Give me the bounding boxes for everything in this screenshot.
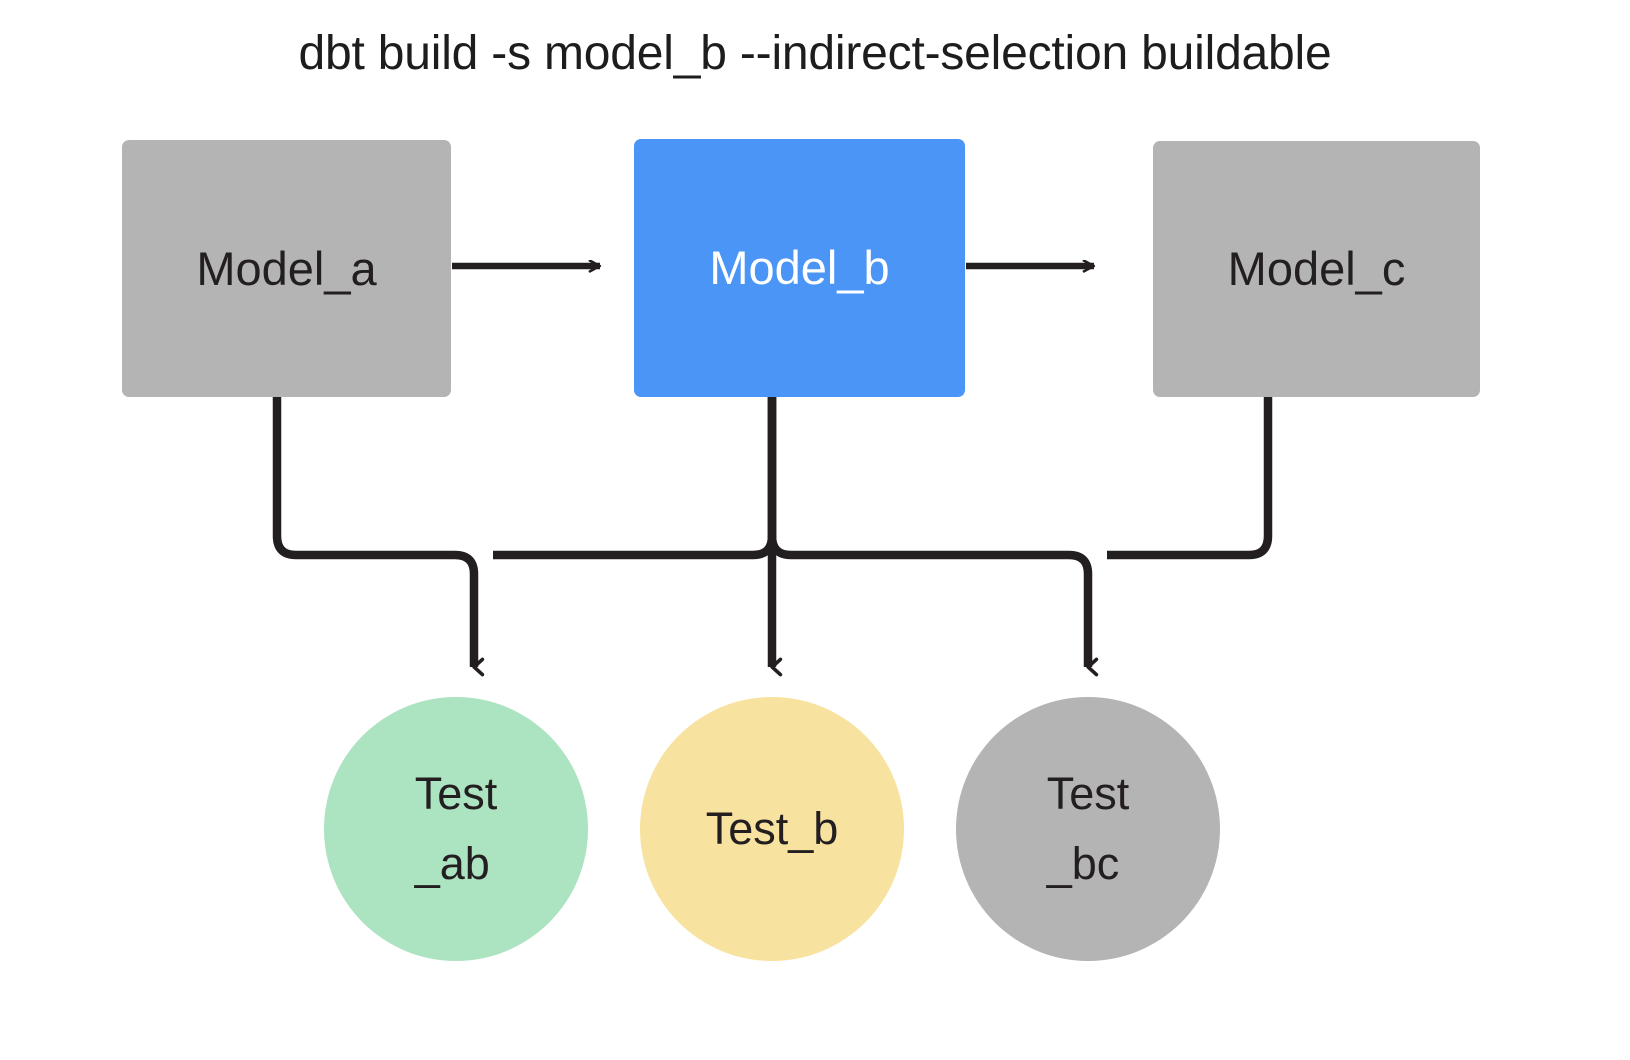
node-model-b[interactable]: Model_b: [634, 139, 965, 397]
node-model-a[interactable]: Model_a: [122, 140, 451, 397]
node-test-ab-label: Test _ab: [414, 768, 498, 889]
node-model-a-label: Model_a: [196, 241, 377, 295]
node-model-c[interactable]: Model_c: [1153, 141, 1480, 397]
node-model-c-label: Model_c: [1227, 242, 1406, 296]
node-test-b[interactable]: Test_b: [640, 697, 904, 961]
diagram-title: dbt build -s model_b --indirect-selectio…: [298, 27, 1332, 80]
node-test-bc[interactable]: Test _bc: [956, 697, 1220, 961]
node-test-ab[interactable]: Test _ab: [324, 697, 588, 961]
node-test-bc-label: Test _bc: [1046, 768, 1130, 889]
node-test-b-label: Test_b: [705, 803, 839, 855]
edge-model-b-to-test-ab: [493, 397, 777, 560]
node-model-b-label: Model_b: [709, 241, 890, 295]
edge-model-b-to-test-bc: [767, 397, 1099, 677]
edge-model-a-to-test-ab: [272, 397, 485, 677]
edge-model-c-to-test-bc: [1107, 397, 1273, 560]
